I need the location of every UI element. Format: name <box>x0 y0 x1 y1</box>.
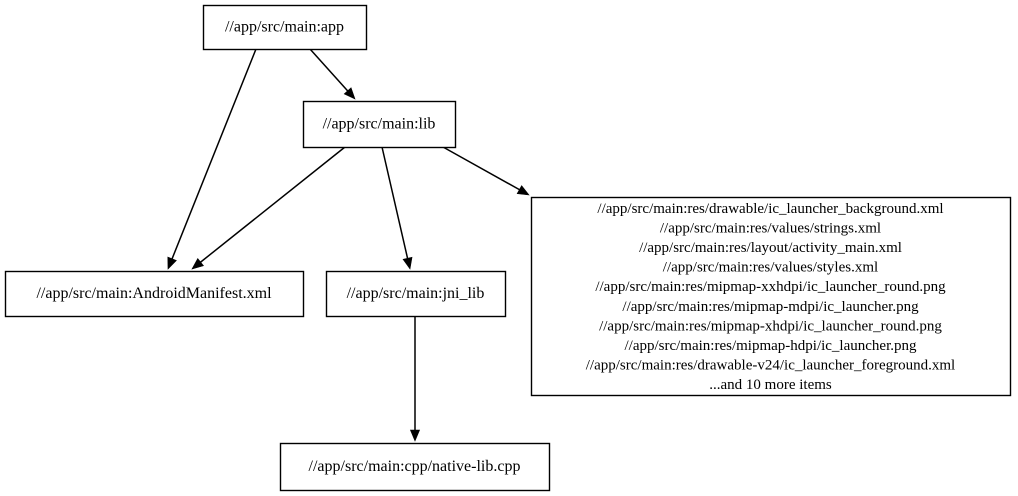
graph-edge <box>381 146 413 270</box>
edge-arrowhead <box>409 429 421 442</box>
node-box[interactable] <box>4 270 305 318</box>
edge-line <box>309 48 349 92</box>
graph-node-manifest[interactable]: //app/src/main:AndroidManifest.xml <box>4 270 305 318</box>
node-box[interactable] <box>279 442 551 492</box>
edge-line <box>200 146 346 263</box>
node-label-line: //app/src/main:res/mipmap-xhdpi/ic_launc… <box>599 318 942 334</box>
graph-node-lib[interactable]: //app/src/main:lib <box>302 100 457 149</box>
node-label-line: ...and 10 more items <box>709 377 832 393</box>
graph-node-native_lib[interactable]: //app/src/main:cpp/native-lib.cpp <box>279 442 551 492</box>
graph-edge <box>191 146 346 270</box>
node-box[interactable] <box>302 100 457 149</box>
node-label-line: //app/src/main:res/layout/activity_main.… <box>639 240 902 256</box>
edge-line <box>171 48 257 260</box>
graph-node-app[interactable]: //app/src/main:app <box>202 4 368 51</box>
edge-layer <box>167 48 530 442</box>
node-box[interactable] <box>530 196 1012 397</box>
node-label-line: //app/src/main:res/mipmap-xxhdpi/ic_laun… <box>595 279 946 295</box>
graph-node-jni_lib[interactable]: //app/src/main:jni_lib <box>325 270 507 318</box>
node-label: //app/src/main:res/drawable/ic_launcher_… <box>586 201 955 393</box>
node-label-line: //app/src/main:res/drawable-v24/ic_launc… <box>586 358 955 374</box>
node-layer: //app/src/main:app //app/src/main:lib //ap… <box>4 4 1012 492</box>
graph-edge <box>167 48 257 270</box>
node-label: //app/src/main:jni_lib <box>347 285 485 302</box>
edge-arrowhead <box>167 256 177 270</box>
node-label: //app/src/main:app <box>225 19 344 36</box>
node-label: //app/src/main:lib <box>323 116 436 133</box>
edge-line <box>442 146 520 191</box>
node-label-line: //app/src/main:res/mipmap-mdpi/ic_launch… <box>622 299 919 315</box>
graph-node-resources[interactable]: //app/src/main:res/drawable/ic_launcher_… <box>530 196 1012 397</box>
graph-edge <box>309 48 356 100</box>
node-label: //app/src/main:cpp/native-lib.cpp <box>309 458 521 475</box>
node-label-line: //app/src/main:res/values/strings.xml <box>660 220 881 236</box>
edge-arrowhead <box>516 185 530 196</box>
node-box[interactable] <box>325 270 507 318</box>
node-box[interactable] <box>202 4 368 51</box>
graph-edge <box>409 316 421 442</box>
graph-edge <box>442 146 530 196</box>
node-label-line: //app/src/main:res/mipmap-hdpi/ic_launch… <box>624 338 917 354</box>
node-label: //app/src/main:AndroidManifest.xml <box>36 285 272 302</box>
node-label-line: //app/src/main:res/drawable/ic_launcher_… <box>597 201 943 217</box>
node-label-line: //app/src/main:res/values/styles.xml <box>663 260 878 276</box>
edge-arrowhead <box>343 87 356 100</box>
edge-arrowhead <box>191 258 204 270</box>
edge-arrowhead <box>402 256 413 270</box>
edge-line <box>381 146 409 259</box>
